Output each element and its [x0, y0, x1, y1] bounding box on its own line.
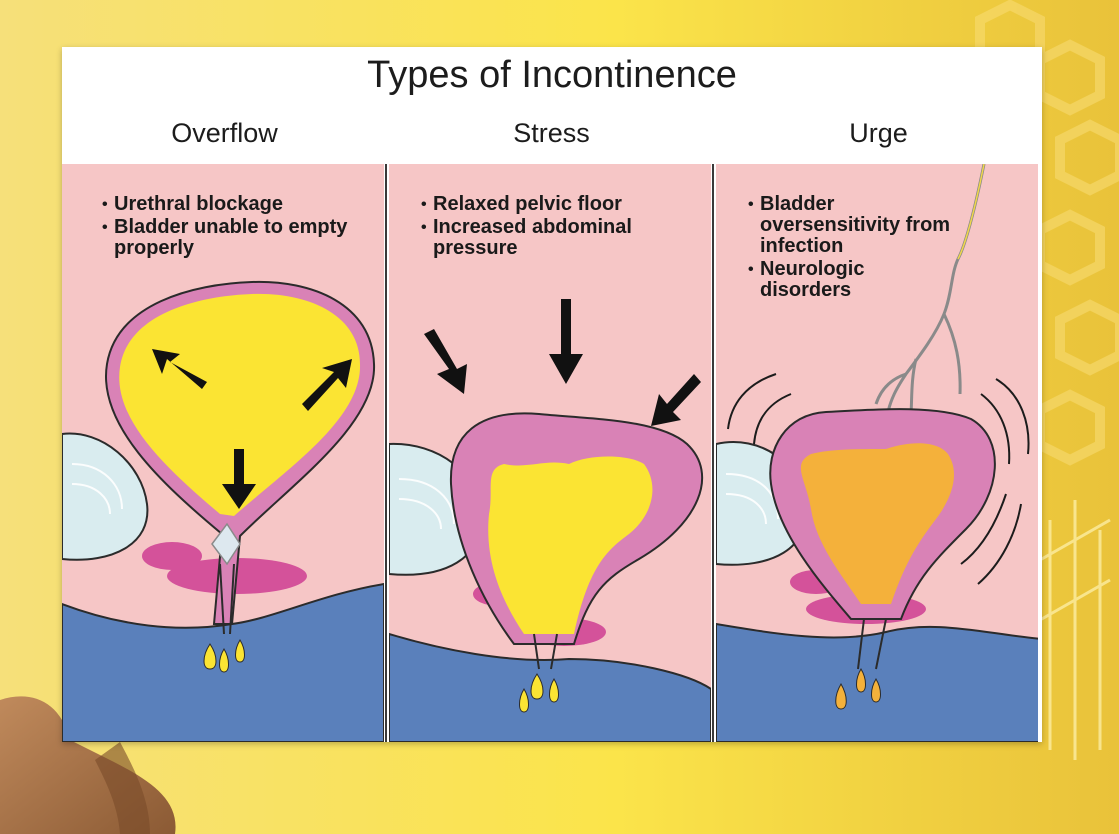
heading-urge: Urge [716, 113, 1041, 153]
panel-divider [712, 164, 714, 742]
stress-bullets: Relaxed pelvic floor Increased abdominal… [421, 194, 691, 261]
bullet-item: Bladder unable to empty properly [102, 217, 352, 259]
diagram-board: Types of Incontinence Overflow Stress Ur… [62, 47, 1042, 742]
bullet-item: Urethral blockage [102, 194, 352, 215]
panel-divider [385, 164, 387, 742]
pelvic-muscle [142, 542, 202, 570]
panel-overflow: Urethral blockage Bladder unable to empt… [62, 164, 384, 742]
heading-overflow: Overflow [62, 113, 387, 153]
panel-urge: Bladder oversensitivity from infection N… [716, 164, 1038, 742]
inward-pressure-arrow-icon [424, 299, 701, 426]
bullet-item: Increased abdominal pressure [421, 217, 691, 259]
bullet-item: Relaxed pelvic floor [421, 194, 691, 215]
heading-stress: Stress [389, 113, 714, 153]
diagram-title: Types of Incontinence [62, 47, 1042, 107]
overflow-bullets: Urethral blockage Bladder unable to empt… [102, 194, 352, 261]
urge-bullets: Bladder oversensitivity from infection N… [748, 194, 958, 303]
bullet-item: Bladder oversensitivity from infection [748, 194, 958, 257]
bullet-item: Neurologic disorders [748, 259, 958, 301]
panel-stress: Relaxed pelvic floor Increased abdominal… [389, 164, 711, 742]
